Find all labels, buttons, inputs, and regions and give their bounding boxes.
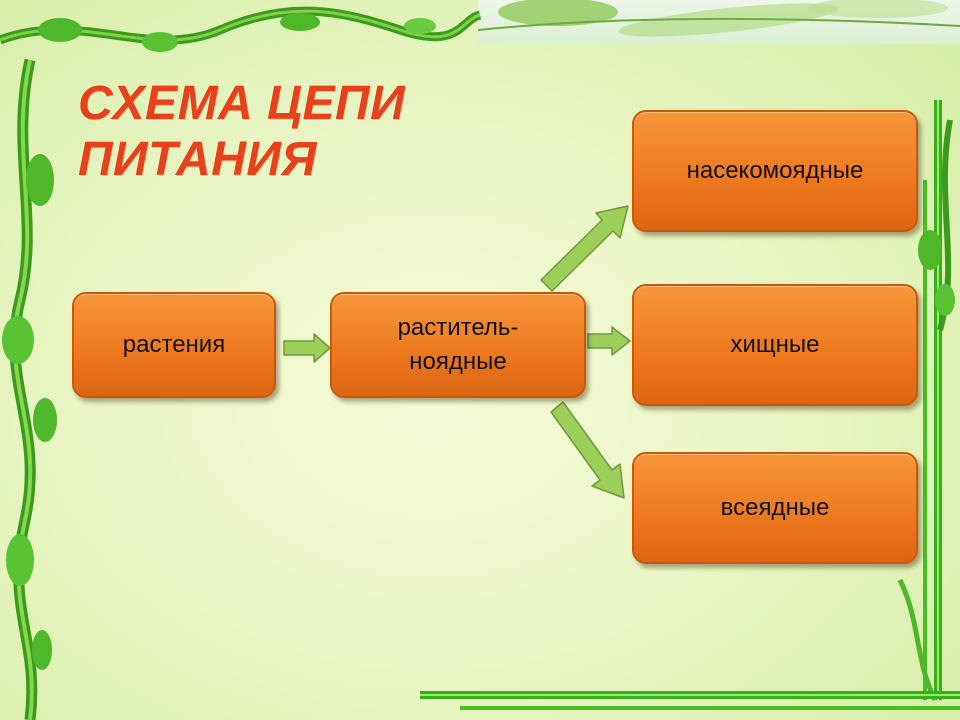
node-herbivores-label: раститель- ноядные [397, 314, 519, 375]
node-herbivores: раститель- ноядные [330, 292, 586, 398]
arrow-herbivores-to-predators [587, 326, 631, 356]
node-predators-label: хищные [730, 331, 820, 358]
title-line-2: ПИТАНИЯ [78, 133, 317, 186]
arrow-herbivores-to-omnivores [550, 401, 625, 499]
node-omnivores: всеядные [632, 452, 918, 564]
title-line-1: СХЕМА ЦЕПИ [78, 77, 406, 130]
page-title: СХЕМА ЦЕПИ ПИТАНИЯ [78, 76, 498, 188]
leaves-image [477, 0, 960, 37]
node-insectivores-label: насекомоядные [686, 157, 864, 184]
leaf-photo-strip [477, 0, 960, 44]
node-omnivores-label: всеядные [720, 494, 830, 521]
arrow-herbivores-to-insectivores [540, 205, 629, 292]
node-plants-label: растения [122, 331, 226, 358]
node-predators: хищные [632, 284, 918, 406]
node-plants: растения [72, 292, 276, 398]
node-insectivores: насекомоядные [632, 110, 918, 232]
arrow-plants-to-herbivores [283, 333, 331, 363]
